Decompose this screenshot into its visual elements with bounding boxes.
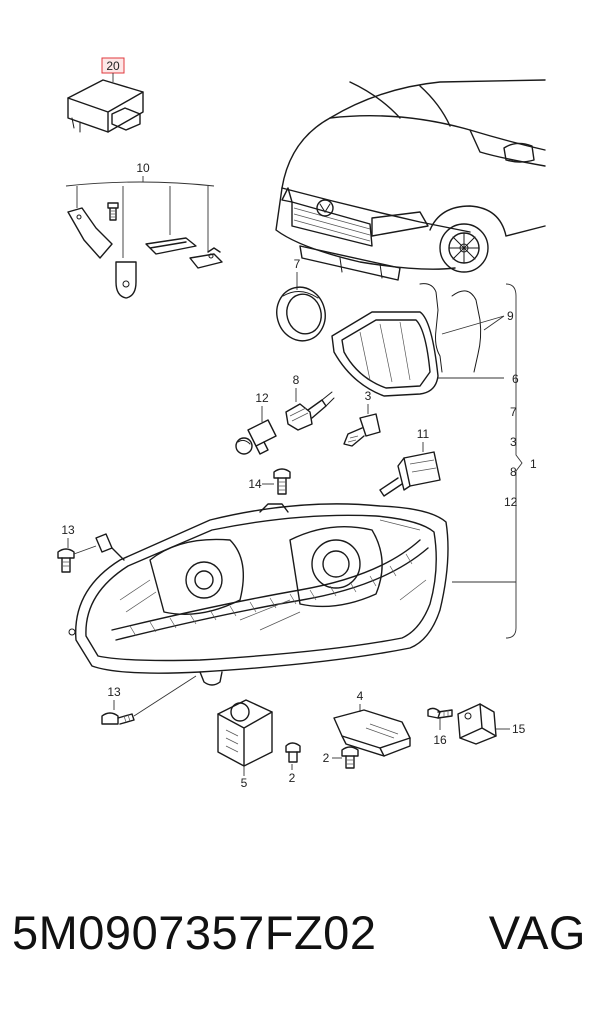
list-callout-7: 7: [510, 405, 517, 419]
list-callout-8: 8: [510, 465, 517, 479]
callout-16: 16: [433, 733, 447, 747]
callout-3-left: 3: [365, 389, 372, 403]
part-16-screw: 16: [427, 707, 453, 747]
callout-15: 15: [512, 722, 526, 736]
parts-list-bracket: 7 3 8 12 1: [504, 283, 537, 639]
callout-8-left: 8: [293, 373, 300, 387]
callout-7-top: 7: [294, 257, 301, 271]
part-4-control-unit: 4: [333, 689, 411, 757]
part-14-screw: 14: [248, 468, 291, 495]
part-8-lamp-socket: 8: [285, 373, 335, 431]
part-5-igniter: 5: [217, 699, 273, 790]
vehicle-outline: [275, 79, 546, 281]
list-callout-12: 12: [504, 495, 518, 509]
part-9-wire-clips: 9: [419, 283, 514, 373]
part-20-control-module: 20: [67, 57, 144, 133]
callout-12-left: 12: [255, 391, 269, 405]
callout-11: 11: [417, 427, 430, 441]
callout-5: 5: [241, 776, 248, 790]
part-12-bulb: 12: [235, 391, 277, 455]
brand-label: VAG: [488, 906, 586, 959]
part-11-xenon-bulb: 11: [379, 427, 441, 497]
callout-14: 14: [248, 477, 262, 491]
part-6-housing-cover: 6: [331, 311, 519, 397]
callout-10: 10: [136, 161, 150, 175]
headlight-assembly: [68, 503, 516, 686]
part-2-screw-right: 2: [323, 746, 359, 769]
callout-2-right: 2: [323, 751, 330, 765]
callout-13-bottom: 13: [107, 685, 121, 699]
callout-13-top: 13: [61, 523, 75, 537]
callout-9: 9: [507, 309, 514, 323]
part-15-bracket: 15: [457, 703, 526, 745]
footer: 5M0907357FZ02 VAG: [0, 905, 600, 975]
part-10-bracket-set: 10: [65, 161, 223, 299]
callout-2-left: 2: [289, 771, 296, 785]
callout-6: 6: [512, 372, 519, 386]
callout-1: 1: [530, 457, 537, 471]
part-7-dust-cap: 7: [276, 257, 326, 342]
part-2-screw-left: 2: [285, 742, 301, 785]
part-13-screw-top: 13: [57, 523, 97, 573]
callout-4: 4: [357, 689, 364, 703]
part-number: 5M0907357FZ02: [12, 906, 377, 959]
part-3-adjuster: 3: [343, 389, 381, 447]
list-callout-3: 3: [510, 435, 517, 449]
callout-20: 20: [106, 59, 120, 73]
part-13-screw-bottom: 13: [101, 675, 197, 725]
